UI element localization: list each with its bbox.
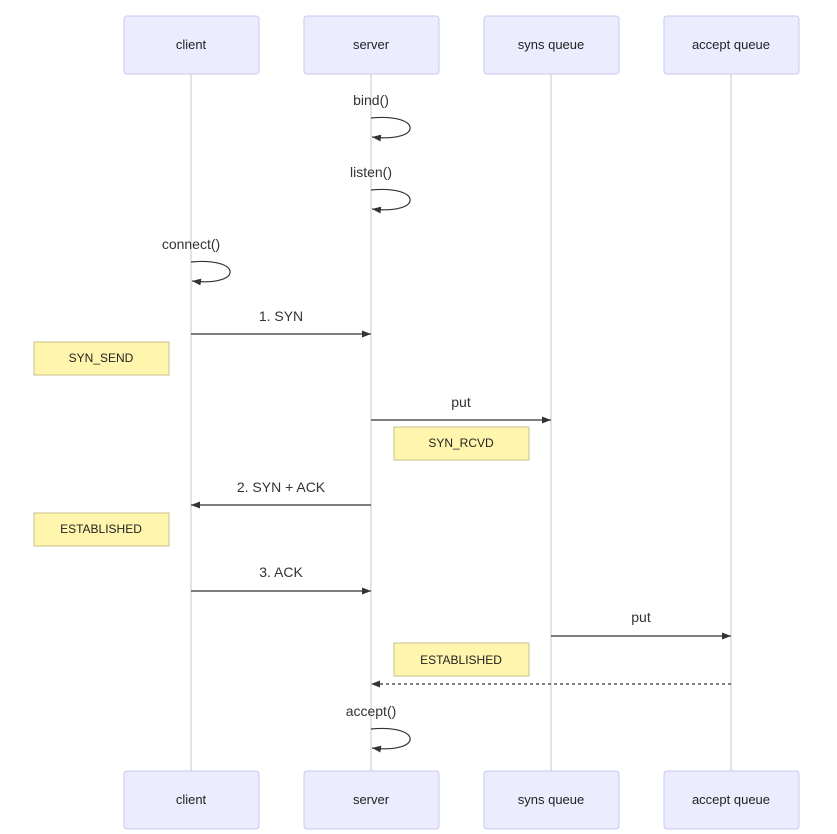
actor-accept-queue-bottom: accept queue <box>663 770 800 830</box>
actor-client-label: client <box>176 37 207 52</box>
actor-syns-queue-bottom: syns queue <box>483 770 620 830</box>
message-syn-ack-label: 2. SYN + ACK <box>237 479 326 495</box>
actor-syns-queue-label: syns queue <box>518 37 585 52</box>
actor-server-bottom: server <box>303 770 440 830</box>
self-call-accept-arrow <box>370 727 411 753</box>
message-put-accept-label: put <box>631 609 651 625</box>
actor-client-bottom-label: client <box>176 792 207 807</box>
self-call-bind-label: bind() <box>353 92 389 108</box>
note-established-server: ESTABLISHED <box>393 642 530 677</box>
actor-client-top: client <box>123 15 260 75</box>
message-ack-label: 3. ACK <box>259 564 303 580</box>
self-call-connect-label: connect() <box>162 236 220 252</box>
note-syn-rcvd: SYN_RCVD <box>393 426 530 461</box>
actor-accept-queue-bottom-label: accept queue <box>692 792 770 807</box>
message-syn-label: 1. SYN <box>259 308 303 324</box>
self-call-accept-label: accept() <box>346 703 397 719</box>
self-call-listen-arrow <box>370 188 411 214</box>
actor-syns-queue-top: syns queue <box>483 15 620 75</box>
actor-syns-queue-bottom-label: syns queue <box>518 792 585 807</box>
actor-client-bottom: client <box>123 770 260 830</box>
actor-server-top: server <box>303 15 440 75</box>
note-syn-rcvd-label: SYN_RCVD <box>428 436 494 450</box>
message-put-syns-label: put <box>451 394 471 410</box>
actor-accept-queue-label: accept queue <box>692 37 770 52</box>
note-syn-send: SYN_SEND <box>33 341 170 376</box>
note-established-client: ESTABLISHED <box>33 512 170 547</box>
actor-server-bottom-label: server <box>353 792 390 807</box>
note-established-client-label: ESTABLISHED <box>60 522 142 536</box>
self-call-listen-label: listen() <box>350 164 392 180</box>
note-established-server-label: ESTABLISHED <box>420 653 502 667</box>
self-call-bind-arrow <box>370 116 411 142</box>
note-syn-send-label: SYN_SEND <box>69 351 134 365</box>
self-call-connect-arrow <box>190 260 231 286</box>
actor-accept-queue-top: accept queue <box>663 15 800 75</box>
actor-server-label: server <box>353 37 390 52</box>
